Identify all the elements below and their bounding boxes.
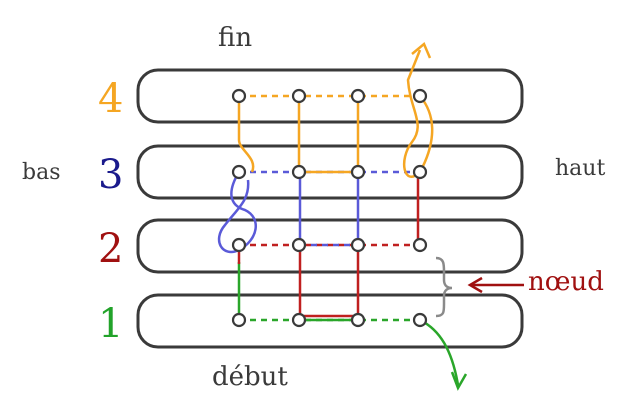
nodes [231, 88, 428, 328]
level-2-frame [136, 218, 524, 274]
label-knot: nœud [528, 267, 604, 297]
level-3-frame [136, 144, 524, 200]
level-2-number: 2 [98, 226, 123, 272]
label-right: haut [555, 156, 605, 181]
level-1-frame [136, 293, 524, 349]
label-top: fin [218, 23, 252, 53]
label-left: bas [22, 160, 61, 185]
level-1-number: 1 [98, 301, 123, 347]
label-bottom: début [212, 362, 288, 392]
knot-arrow [467, 276, 524, 294]
path-orange [237, 41, 434, 178]
level-3-number: 3 [98, 152, 123, 198]
level-4-frame [136, 68, 524, 124]
path-blue [217, 170, 418, 254]
level-4-number: 4 [98, 76, 123, 122]
knot-bracket [435, 256, 453, 318]
path-red [237, 172, 420, 320]
